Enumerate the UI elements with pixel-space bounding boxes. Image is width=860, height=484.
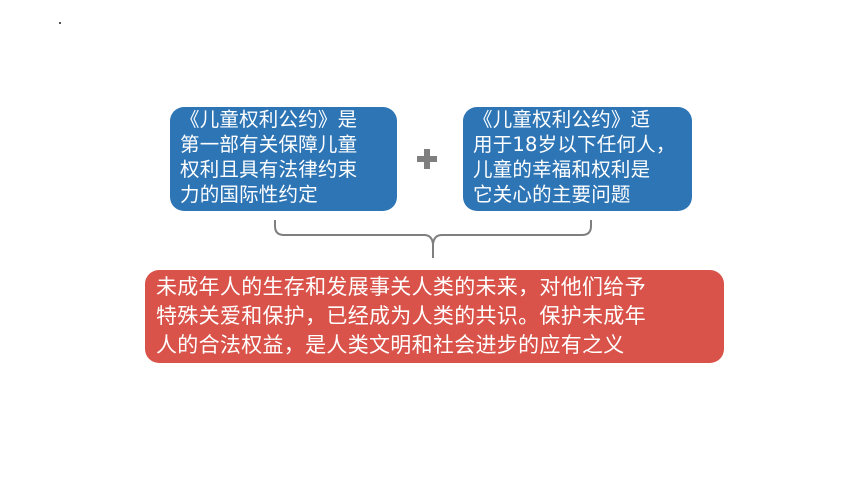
plus-icon [414,146,440,172]
protection-consensus-box: 未成年人的生存和发展事关人类的未来，对他们给予 特殊关爱和保护，已经成为人类的共… [145,270,724,363]
convention-first-legal-box: 《儿童权利公约》是 第一部有关保障儿童 权利且具有法律约束 力的国际性约定 [170,107,397,211]
convention-scope-box: 《儿童权利公约》适 用于18岁以下任何人， 儿童的幸福和权利是 它关心的主要问题 [463,107,692,211]
corner-dot-mark [59,22,61,24]
brace-connector [274,220,592,258]
